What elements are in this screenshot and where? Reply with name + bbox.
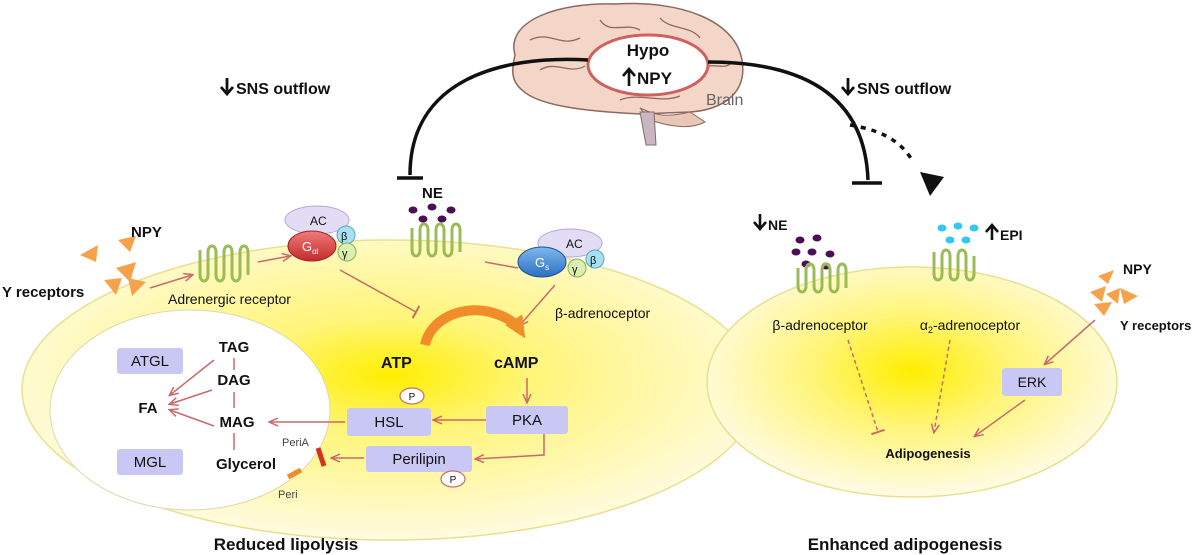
left-npy-label: NPY — [131, 224, 162, 241]
p-label-2: P — [450, 475, 457, 486]
peri-marker — [286, 467, 303, 480]
perilipin-phospho — [440, 470, 466, 488]
hypo-label: Hypo — [627, 41, 670, 60]
right-ne-down-arrow-icon — [753, 214, 767, 231]
right-sns-arrowhead — [920, 172, 944, 196]
atp-label: ATP — [381, 355, 412, 372]
ne-molecules — [408, 203, 456, 223]
left-sns-label: SNS outflow — [236, 81, 331, 98]
epi-molecules — [937, 222, 979, 244]
dag-to-fa-arrow — [170, 389, 213, 404]
y-receptor-link — [149, 275, 192, 289]
left-caption: Reduced lipolysis — [214, 535, 359, 554]
pka-to-perilipin-arrow — [476, 434, 545, 459]
mag-to-fa-arrow — [170, 410, 215, 427]
epi-label: EPI — [1000, 227, 1023, 243]
hsl-phospho — [399, 387, 425, 405]
mgl-label: MGL — [134, 454, 167, 471]
ac-left-label: AC — [310, 214, 327, 228]
fa-label: FA — [138, 400, 157, 417]
adrenergic-to-gai-arrow — [257, 256, 290, 263]
alpha2-to-adipogenesis-arrow — [934, 339, 951, 432]
perilipin-box — [366, 446, 472, 472]
erk-box — [1002, 368, 1062, 396]
gamma-right-label: γ — [572, 264, 578, 276]
right-sns-branch — [849, 123, 914, 161]
adrenergic-receptor-icon — [198, 244, 250, 283]
dag-label: DAG — [217, 372, 250, 389]
right-sns-down-arrow-icon — [840, 78, 856, 97]
camp-label: cAMP — [494, 355, 539, 372]
right-caption: Enhanced adipogenesis — [808, 535, 1003, 554]
gs-subunit — [517, 246, 567, 278]
beta-left-label: β — [341, 231, 347, 243]
gamma-left-label: γ — [342, 248, 348, 260]
right-sns-label: SNS outflow — [857, 81, 952, 98]
ne-label: NE — [422, 185, 443, 202]
mag-label: MAG — [220, 414, 255, 431]
erk-to-adipogenesis-arrow — [975, 399, 1026, 436]
gamma-left-subunit — [337, 242, 357, 262]
gamma-right-subunit — [567, 258, 587, 278]
tag-label: TAG — [219, 339, 250, 356]
beta-right-label: β — [590, 255, 596, 267]
hypo-npy-label: NPY — [637, 69, 673, 88]
glycerol-label: Glycerol — [216, 456, 276, 473]
beta-right-subunit — [585, 249, 605, 269]
epi-up-arrow-icon — [985, 223, 999, 240]
beta-adrenoceptor-left-label: β-adrenoceptor — [555, 305, 651, 321]
adipogenesis-label: Adipogenesis — [885, 446, 970, 461]
pka-box — [486, 406, 568, 434]
atgl-box — [117, 348, 183, 374]
p-label-1: P — [409, 392, 416, 403]
left-y-receptors-label: Y receptors — [2, 284, 84, 301]
gai-label: Gαi — [302, 239, 319, 256]
right-ne-label: NE — [768, 217, 787, 233]
peria-label: PeriA — [282, 437, 310, 449]
right-npy-molecules — [1090, 270, 1138, 316]
alpha2-adrenoceptor-icon — [932, 248, 976, 282]
right-sns-arc — [707, 60, 870, 181]
left-sns-arc — [408, 57, 589, 176]
beta-adrenoceptor-icon-right — [796, 262, 848, 294]
receptor-to-gs-arrow — [484, 261, 519, 269]
right-beta-adrenoceptor-label: β-adrenoceptor — [772, 317, 868, 333]
lipid-droplet — [49, 309, 331, 511]
atgl-label: ATGL — [131, 353, 169, 370]
right-npy-label: NPY — [1123, 261, 1152, 277]
up-arrow-icon — [622, 67, 636, 86]
adrenergic-receptor-label: Adrenergic receptor — [168, 291, 291, 307]
atp-to-camp-arrow — [420, 305, 526, 347]
peri-label: Peri — [278, 489, 298, 501]
alpha2-adrenoceptor-label: α2-adrenoceptor — [920, 317, 1021, 335]
gai-subunit — [287, 230, 337, 262]
pka-label: PKA — [512, 412, 542, 429]
right-adipocyte-cell — [706, 266, 1118, 498]
erk-label: ERK — [1018, 374, 1047, 390]
perilipin-label: Perilipin — [392, 451, 445, 468]
gs-activates-camp — [520, 284, 556, 325]
left-sns-down-arrow-icon — [219, 78, 235, 97]
beta-adrenoceptor-icon-left — [410, 222, 462, 258]
mgl-box — [117, 449, 183, 475]
npy-molecules — [80, 236, 146, 296]
brain-illustration — [511, 2, 744, 146]
peria-marker — [315, 447, 327, 467]
gai-inhibits-ac — [339, 269, 421, 319]
hsl-label: HSL — [374, 414, 403, 431]
hsl-box — [347, 408, 431, 436]
gs-label: Gs — [535, 255, 549, 272]
y-receptor-to-erk-arrow — [1045, 319, 1096, 364]
tag-to-fa-arrow — [170, 359, 215, 395]
ac-right-label: AC — [566, 237, 583, 251]
brain-label: Brain — [706, 92, 743, 109]
beta-inhibits-adipogenesis — [847, 339, 885, 436]
right-y-receptors-label: Y receptors — [1120, 318, 1191, 333]
